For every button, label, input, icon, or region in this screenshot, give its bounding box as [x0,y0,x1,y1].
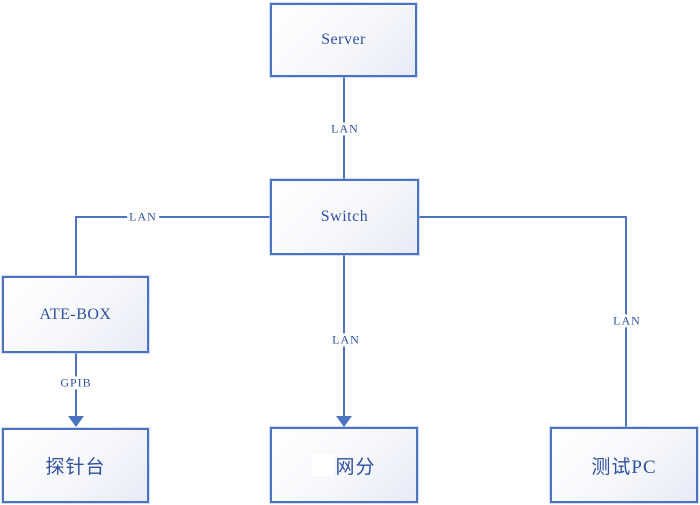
edge-label-switch-testpc: LAN [611,313,643,328]
connector-switch-atebox-vertical [75,216,77,276]
node-network-analyzer-label: 网分 [335,456,376,478]
node-switch-label: Switch [320,208,369,225]
arrowhead-down-icon [68,416,84,427]
edge-label-server-switch: LAN [329,121,361,136]
node-switch: Switch [270,179,419,255]
node-ate-box-label: ATE-BOX [39,305,112,323]
edge-label-switch-networkanalyzer: LAN [330,332,362,347]
arrowhead-down-icon [336,416,352,427]
edge-label-atebox-probestation: GPIB [58,375,94,390]
node-network-analyzer: 网分 [270,427,418,503]
node-server-label: Server [321,31,366,48]
node-probe-station-label: 探针台 [45,457,106,478]
node-test-pc: 测试PC [550,427,698,503]
edge-label-switch-atebox: LAN [127,209,159,224]
whiteout-patch [312,454,335,476]
connector-switch-testpc-horizontal [419,216,627,218]
node-ate-box: ATE-BOX [2,276,149,353]
node-server: Server [270,3,417,77]
node-test-pc-label: 测试PC [591,456,657,478]
connector-switch-atebox-horizontal [75,216,270,218]
node-probe-station: 探针台 [2,428,149,503]
